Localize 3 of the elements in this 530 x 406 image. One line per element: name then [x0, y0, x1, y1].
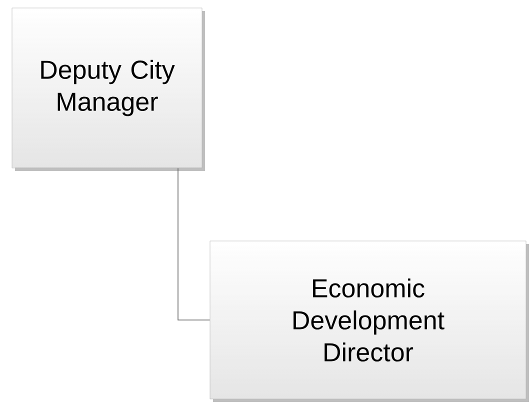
org-box: Deputy City Manager: [12, 8, 205, 171]
connector-line: [178, 168, 210, 320]
org-box: Economic Development Director: [210, 240, 529, 402]
